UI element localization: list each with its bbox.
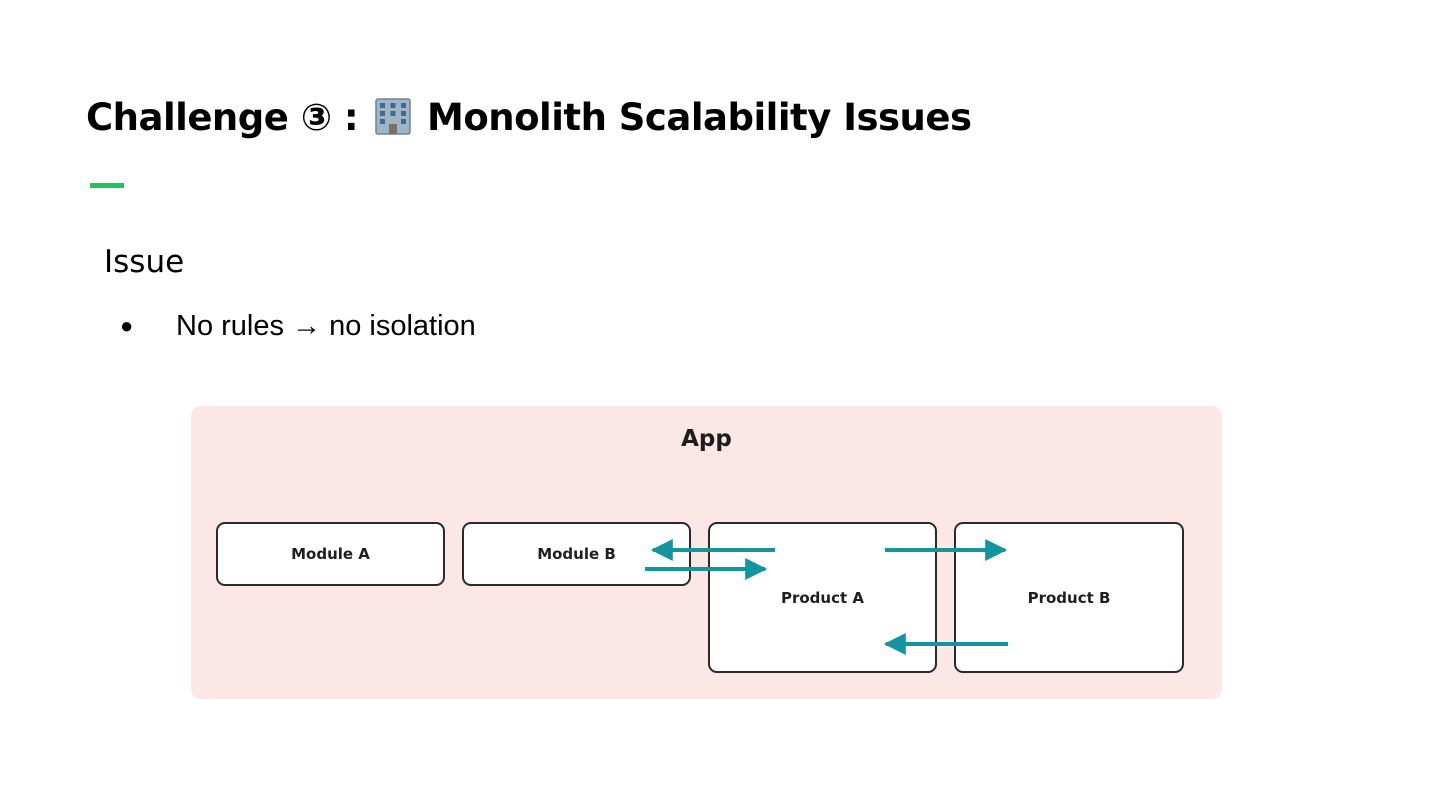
section-heading: Issue — [104, 244, 185, 280]
app-label: App — [681, 426, 732, 452]
bullet-list: ● No rules → no isolation — [120, 306, 476, 346]
bullet-text: No rules → no isolation — [176, 309, 476, 342]
module-b-label: Module B — [537, 545, 616, 563]
module-a-box: Module A — [216, 522, 445, 586]
slide-title: Challenge ③ : Monolith Scalability Issue… — [86, 96, 972, 145]
app-container: App Module A Module B Product A Product … — [191, 406, 1222, 699]
bullet-dot: ● — [120, 313, 134, 338]
slide-title-text: Monolith Scalability Issues — [427, 96, 972, 139]
module-b-box: Module B — [462, 522, 691, 586]
office-building-icon — [373, 96, 413, 145]
title-accent-bar — [90, 183, 124, 188]
dependency-arrows — [645, 539, 1008, 655]
slide-title-prefix: Challenge ③ : — [86, 96, 359, 139]
list-item: ● No rules → no isolation — [120, 306, 476, 346]
product-b-label: Product B — [1027, 588, 1111, 607]
product-a-label: Product A — [780, 588, 864, 607]
module-a-label: Module A — [291, 545, 370, 563]
